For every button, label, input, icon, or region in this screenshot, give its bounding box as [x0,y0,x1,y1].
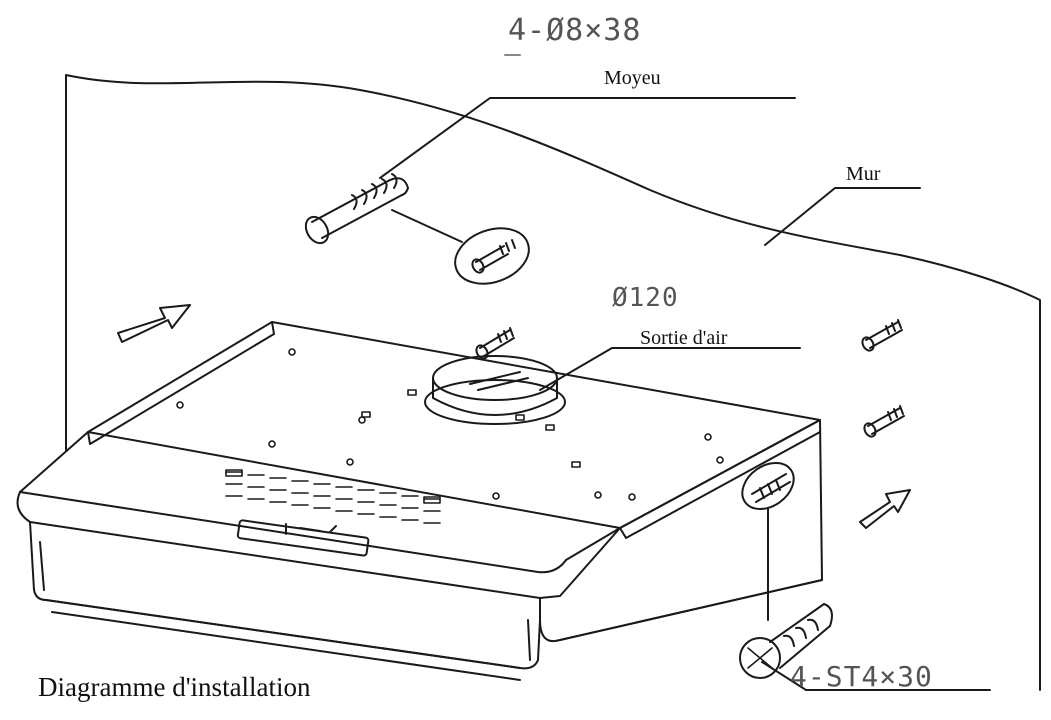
screw-spec-top-label: 4-Ø8×38 [508,13,641,48]
vent-slots [225,469,441,524]
wall-label: Mur [846,163,881,185]
diagram-caption: Diagramme d'installation [38,672,311,702]
mounting-holes [176,348,724,501]
screw-circled [741,462,795,510]
screw-spec-bottom-label: 4-ST4×30 [790,660,933,693]
duct-diameter-label: Ø120 [612,283,679,313]
wall-plug-right-bottom [863,405,905,438]
air-outlet-label: Sortie d'air [640,327,728,349]
hub-label: Moyeu [604,67,661,89]
plug-connector-line [391,209,463,243]
hub-leader-line [379,97,796,179]
wall-outline [65,74,1041,691]
wall-plug-center [475,327,515,360]
arrow-right-icon [859,489,911,529]
air-outlet-leader-line [539,347,801,391]
screw-large [739,603,833,679]
screw-bottom-leader-line [761,661,991,691]
wall-plug-right-top [861,319,903,352]
air-outlet-collar [424,355,566,425]
wall-leader-line [764,187,921,246]
range-hood [16,321,823,681]
wall-plug-large [304,173,409,245]
wall-plug-small-circled [454,227,530,285]
arrow-left-icon [117,304,191,343]
